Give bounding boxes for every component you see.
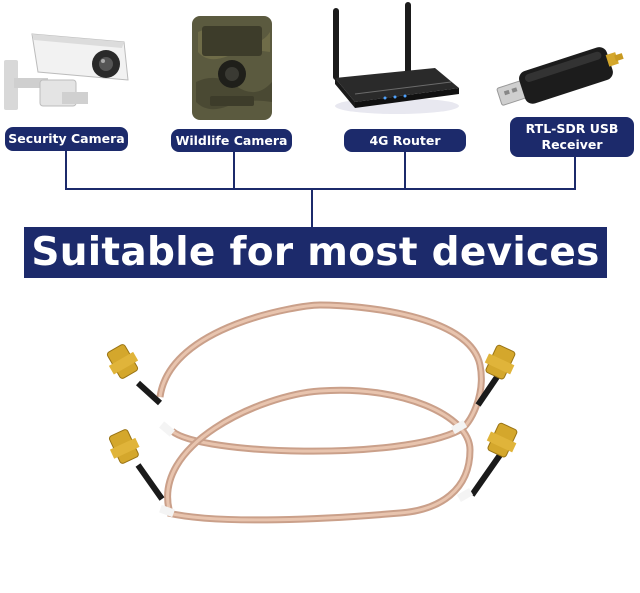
device-label-rtl-sdr: RTL-SDR USB Receiver <box>510 117 634 157</box>
device-label-security-camera: Security Camera <box>5 127 128 151</box>
cable-upper <box>156 301 485 455</box>
connector-line <box>311 188 313 227</box>
sma-connector <box>106 344 139 379</box>
connector-line <box>404 152 406 189</box>
security-camera-icon <box>4 33 129 110</box>
connector-line <box>65 188 576 190</box>
usb-receiver-icon <box>496 47 624 106</box>
device-label-4g-router: 4G Router <box>344 129 466 152</box>
device-label-wildlife-camera: Wildlife Camera <box>171 129 292 152</box>
sma-connector <box>484 344 516 380</box>
router-icon <box>333 2 459 114</box>
connector-line <box>65 151 67 189</box>
trail-camera-icon <box>192 16 272 120</box>
headline-banner: Suitable for most devices <box>24 227 607 278</box>
sma-connector <box>486 422 518 458</box>
sma-connector <box>108 429 140 464</box>
cable-lower <box>164 386 474 524</box>
sma-cables-image <box>106 301 518 524</box>
connector-line <box>574 157 576 189</box>
connector-line <box>233 152 235 189</box>
